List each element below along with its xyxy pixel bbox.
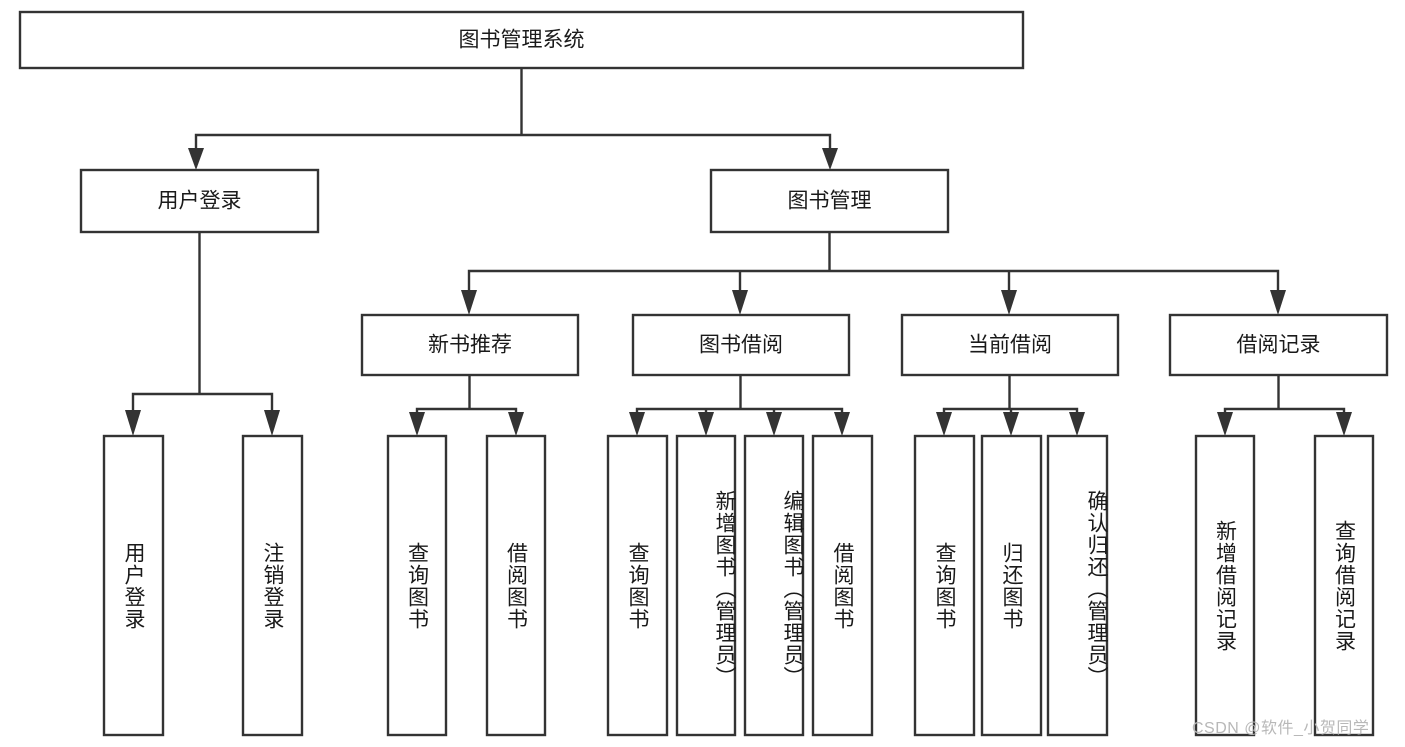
connector-userlogin-to-leaves <box>125 230 280 436</box>
connector-bookborrow-to-leaves <box>629 373 850 436</box>
leaf-box-borrow-book-1 <box>485 434 547 737</box>
connector-root-to-level2 <box>188 66 838 170</box>
leaf-box-user-login <box>102 434 165 737</box>
node-root-label: 图书管理系统 <box>459 29 585 52</box>
leaf-box-query-book-2 <box>606 434 669 737</box>
node-current-borrow[interactable]: 当前借阅 <box>900 313 1120 377</box>
arrow-head-icon <box>1336 412 1352 436</box>
arrow-head-icon <box>461 290 477 315</box>
arrow-head-icon <box>1001 290 1017 315</box>
node-borrow-record-label: 借阅记录 <box>1237 334 1321 357</box>
node-book-manage-label: 图书管理 <box>788 190 872 213</box>
leaf-box-borrow-book-2 <box>811 434 874 737</box>
node-book-manage[interactable]: 图书管理 <box>709 168 950 234</box>
node-new-book-rec-label: 新书推荐 <box>428 334 512 357</box>
arrow-head-icon <box>1069 412 1085 436</box>
arrow-head-icon <box>822 148 838 170</box>
leaf-box-return-book <box>980 434 1043 737</box>
connector-bookmanage-to-level3 <box>461 230 1286 315</box>
node-book-borrow-label: 图书借阅 <box>699 334 783 357</box>
arrow-head-icon <box>698 412 714 436</box>
arrow-head-icon <box>936 412 952 436</box>
arrow-head-icon <box>125 410 141 436</box>
leaf-box-query-book-3 <box>913 434 976 737</box>
node-borrow-record[interactable]: 借阅记录 <box>1168 313 1389 377</box>
node-user-login-label: 用户登录 <box>158 190 242 213</box>
arrow-head-icon <box>508 412 524 436</box>
arrow-head-icon <box>629 412 645 436</box>
connector-borrowrecord-to-leaves <box>1217 373 1352 436</box>
leaf-box-add-book <box>675 434 737 737</box>
node-book-borrow[interactable]: 图书借阅 <box>631 313 851 377</box>
watermark-text: CSDN @软件_小贺同学 <box>1192 720 1370 737</box>
leaf-box-add-record <box>1194 434 1256 737</box>
arrow-head-icon <box>188 148 204 170</box>
arrow-head-icon <box>264 410 280 436</box>
node-new-book-rec[interactable]: 新书推荐 <box>360 313 580 377</box>
arrow-head-icon <box>834 412 850 436</box>
node-root[interactable]: 图书管理系统 <box>18 10 1025 70</box>
node-current-borrow-label: 当前借阅 <box>968 334 1052 357</box>
leaf-box-edit-book <box>743 434 805 737</box>
leaf-box-user-logout <box>241 434 304 737</box>
connector-currentborrow-to-leaves <box>936 373 1085 436</box>
leaf-boxes <box>102 434 1375 737</box>
arrow-head-icon <box>1003 412 1019 436</box>
arrow-head-icon <box>409 412 425 436</box>
node-user-login[interactable]: 用户登录 <box>79 168 320 234</box>
leaf-box-query-book-1 <box>386 434 448 737</box>
leaf-box-confirm-return <box>1046 434 1109 737</box>
leaf-box-query-record <box>1313 434 1375 737</box>
arrow-head-icon <box>766 412 782 436</box>
arrow-head-icon <box>1270 290 1286 315</box>
arrow-head-icon <box>1217 412 1233 436</box>
arrow-head-icon <box>732 290 748 315</box>
connector-newbook-to-leaves <box>409 373 524 436</box>
